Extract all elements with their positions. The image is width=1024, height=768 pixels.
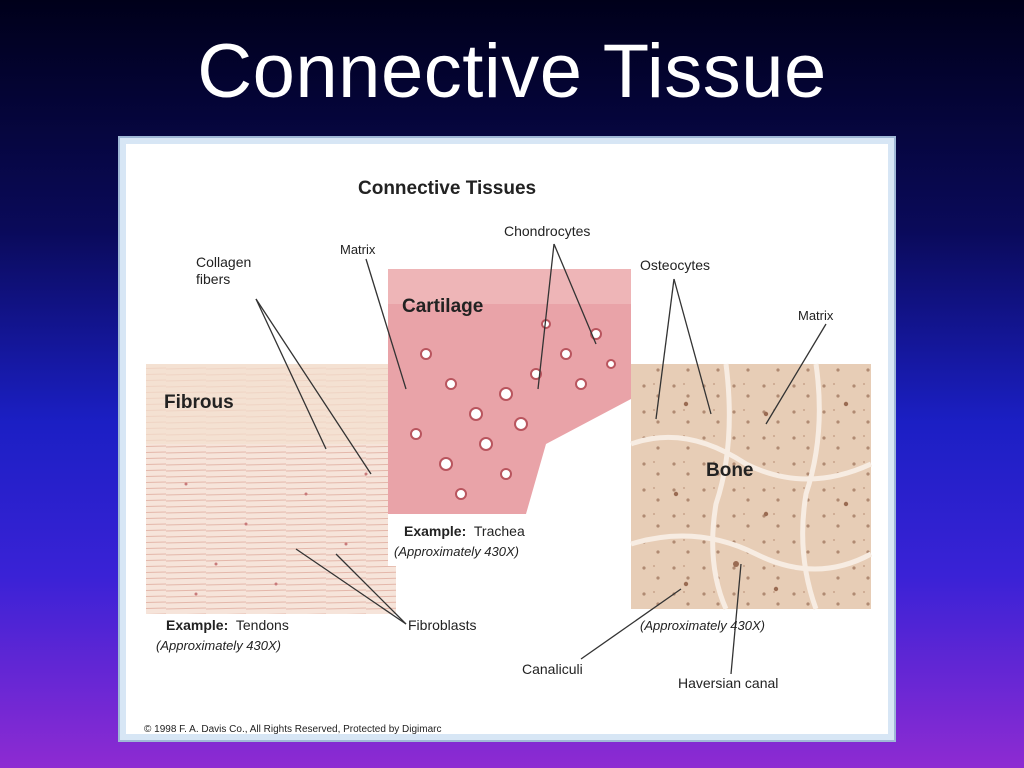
diagram-heading: Connective Tissues [358,178,536,199]
figure-frame: Connective Tissues Collagen fibers Matri… [118,136,896,742]
connective-tissue-diagram: Connective Tissues Collagen fibers Matri… [144,178,873,734]
trachea-example: Example: Trachea [404,523,525,539]
tendons-text: Tendons [236,617,289,633]
example-prefix: Example: [166,617,228,633]
bone-tissue [630,363,873,611]
bone-matrix-label: Matrix [798,308,834,323]
fibroblasts-label: Fibroblasts [408,617,476,633]
haversian-canal-label: Haversian canal [678,675,778,691]
fibrous-section-label: Fibrous [164,392,234,413]
osteocytes-label: Osteocytes [640,257,710,273]
trachea-text: Trachea [474,523,525,539]
cartilage-tissue [388,269,631,514]
fibrous-tissue [146,364,396,614]
chondrocytes-label: Chondrocytes [504,223,590,239]
tendons-magnification: (Approximately 430X) [156,638,281,653]
cartilage-matrix-label: Matrix [340,242,376,257]
figure-panel: Connective Tissues Collagen fibers Matri… [126,144,888,734]
collagen-fibers-label-line2: fibers [196,271,230,287]
leader-lines [255,243,827,675]
trachea-magnification: (Approximately 430X) [394,544,519,559]
bone-magnification: (Approximately 430X) [640,618,765,633]
cartilage-section-label: Cartilage [402,296,483,317]
collagen-fibers-label: Collagen [196,254,251,270]
canaliculi-label: Canaliculi [522,661,583,677]
copyright-notice: © 1998 F. A. Davis Co., All Rights Reser… [144,724,442,734]
example-prefix: Example: [404,523,466,539]
slide-title: Connective Tissue [197,29,827,114]
bone-section-label: Bone [706,460,754,481]
tendons-example: Example: Tendons [166,617,289,633]
